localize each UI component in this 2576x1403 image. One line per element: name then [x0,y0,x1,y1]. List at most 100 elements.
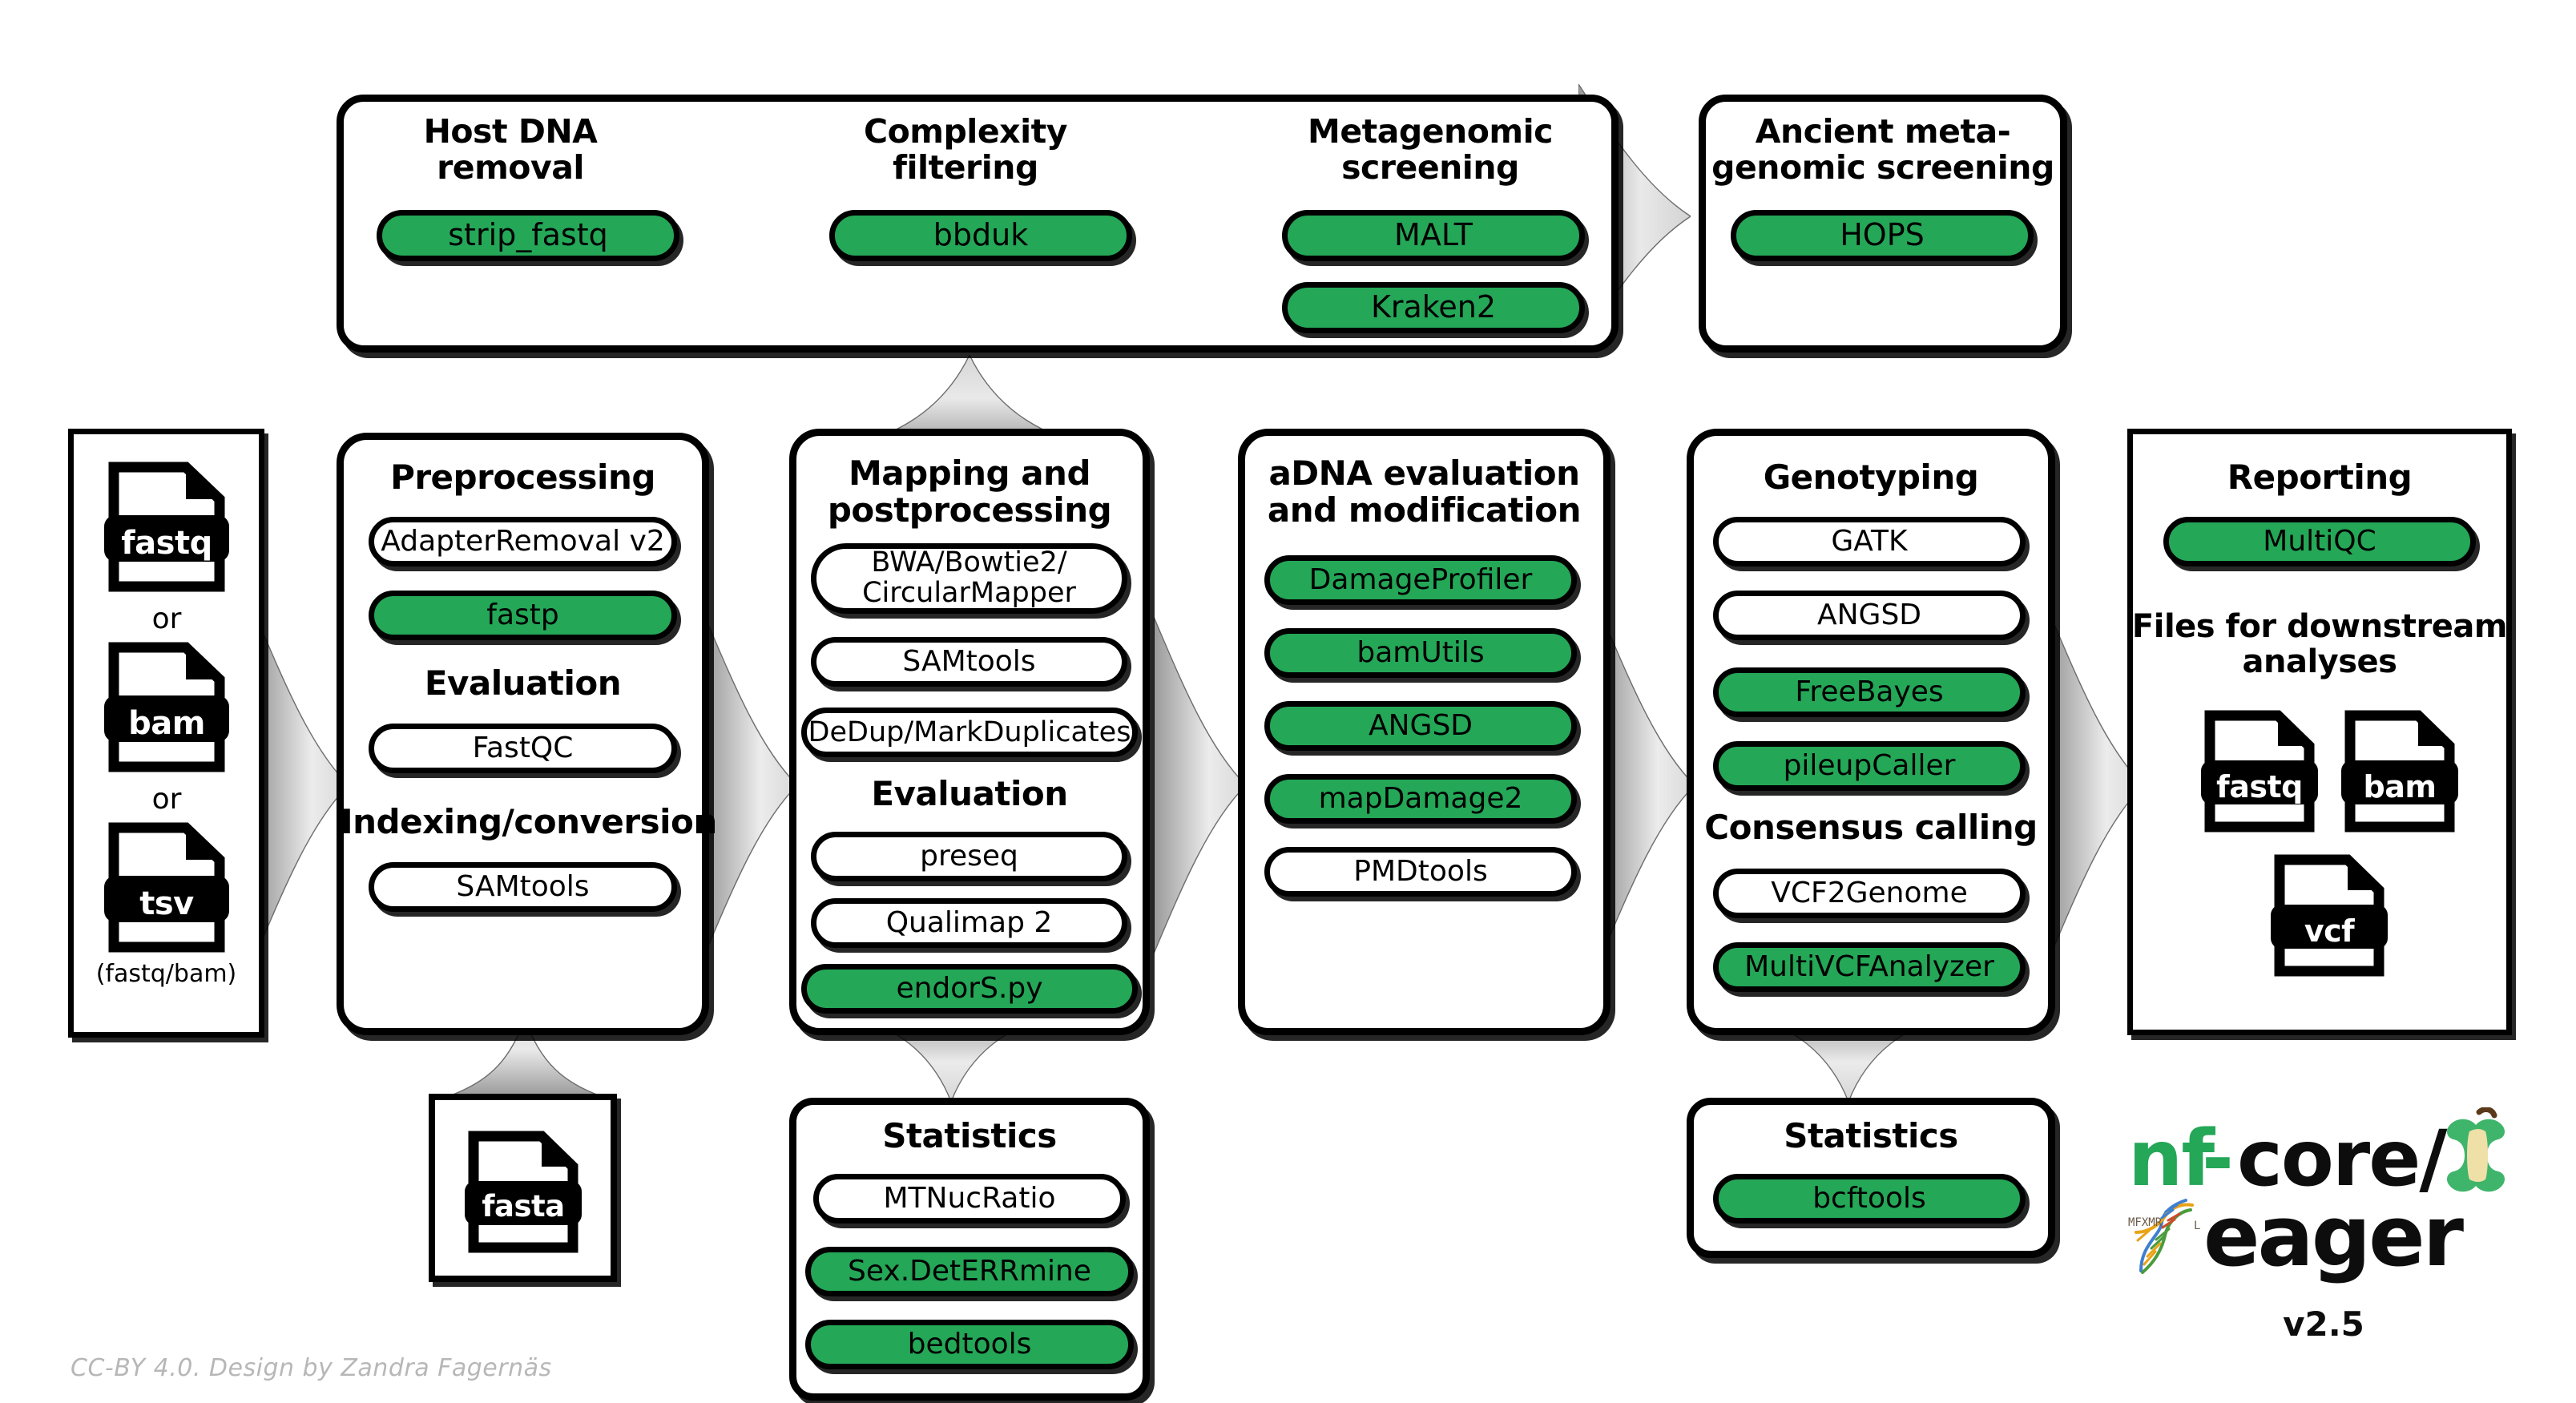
tool-pill-vcf2genome[interactable]: VCF2Genome [1713,869,2026,918]
arrow-input-to-preprocessing [256,617,349,953]
genotyping-panel-title: Genotyping [1763,458,1979,497]
tool-pill-mapdamage2[interactable]: mapDamage2 [1264,774,1577,824]
arrow-mapping-to-adna [1154,617,1246,953]
tool-label: DeDup/MarkDuplicates [808,716,1131,748]
tool-label: AdapterRemoval v2 [381,525,665,558]
tool-label: preseq [920,840,1018,873]
tool-label-line1: BWA/Bowtie2/ [871,546,1067,579]
tool-label: GATK [1831,525,1908,558]
tool-label: strip_fastq [448,217,608,253]
ancient-panel-title-line2: genomic screening [1711,148,2054,187]
tool-pill-endors-py[interactable]: endorS.py [801,964,1138,1014]
tool-label: MultiVCFAnalyzer [1744,950,1994,984]
tool-pill-multiqc[interactable]: MultiQC [2163,517,2476,566]
tool-pill-bedtools[interactable]: bedtools [805,1320,1134,1369]
tool-pill-kraken2[interactable]: Kraken2 [1282,282,1585,333]
tool-pill-hops[interactable]: HOPS [1731,210,2034,261]
mapping-subhead-evaluation: Evaluation [871,774,1068,813]
tool-pill-sex-deterrmine[interactable]: Sex.DetERRmine [805,1247,1134,1296]
file-icon-bam-input: bam [103,641,231,773]
tool-pill-fastp[interactable]: fastp [369,591,677,640]
tool-label: ANGSD [1816,599,1922,632]
screening-col-0-title-line1: Host DNA [423,112,598,151]
credit-text: CC-BY 4.0. Design by Zandra Fagernäs [71,1354,552,1382]
dna-helix-icon: MFXMR L [2127,1194,2211,1277]
screening-col-2-title: Metagenomic screening [1274,112,1586,187]
tool-pill-multivcfanalyzer[interactable]: MultiVCFAnalyzer [1713,942,2026,992]
tool-pill-mtnucratio[interactable]: MTNucRatio [813,1174,1126,1224]
adna-panel-title: aDNA evaluation and modification [1242,454,1606,530]
reporting-subhead-downstream: Files for downstream analyses [2131,609,2508,679]
preprocessing-subhead-indexing: Indexing/conversion [341,802,717,841]
tool-label: endorS.py [896,972,1043,1006]
tool-label: Qualimap 2 [885,906,1053,940]
mapping-panel-title-line1: Mapping and [848,454,1091,493]
tool-pill-malt[interactable]: MALT [1282,210,1585,261]
apple-core-icon [2441,1107,2514,1203]
tool-pill-strip-fastq[interactable]: strip_fastq [377,210,679,261]
tool-pill-bbduk[interactable]: bbduk [829,210,1132,261]
tool-label: ANGSD [1368,709,1473,743]
tool-pill-bamutils[interactable]: bamUtils [1264,628,1577,678]
tool-label: fastp [486,599,559,632]
tool-label: FreeBayes [1795,675,1944,709]
tool-pill-adapterremoval-v2[interactable]: AdapterRemoval v2 [369,517,677,566]
logo-dash: - [2202,1114,2234,1203]
screening-col-1-title-line2: filtering [893,148,1038,187]
mapping-panel-title: Mapping and postprocessing [793,454,1146,529]
tool-label: mapDamage2 [1318,782,1523,816]
tool-pill-angsd-genotyping[interactable]: ANGSD [1713,591,2026,640]
file-icon-label: bam [2363,769,2437,804]
file-icon-bam-output: bam [2340,709,2460,833]
reporting-subhead-line2: analyses [2242,643,2398,680]
adna-panel-title-line1: aDNA evaluation [1268,454,1580,493]
tool-label: MTNucRatio [883,1182,1056,1216]
tool-label: BWA/Bowtie2/ CircularMapper [816,546,1122,609]
tool-pill-pileupcaller[interactable]: pileupCaller [1713,741,2026,791]
tool-pill-angsd-adna[interactable]: ANGSD [1264,701,1577,751]
tool-pill-freebayes[interactable]: FreeBayes [1713,667,2026,717]
screening-col-2-title-line2: screening [1341,148,1519,187]
preprocessing-panel-title: Preprocessing [390,458,655,497]
screening-col-2-title-line1: Metagenomic [1308,112,1553,151]
tool-pill-bcftools[interactable]: bcftools [1713,1174,2026,1224]
nf-core-eager-logo: nf - core/ [2123,1107,2548,1378]
genotyping-subhead-consensus: Consensus calling [1704,808,2038,847]
tool-pill-dedup-markduplicates[interactable]: DeDup/MarkDuplicates [801,708,1138,757]
logo-eager-text: eager [2203,1187,2464,1285]
tool-pill-qualimap-2[interactable]: Qualimap 2 [811,898,1127,948]
tool-pill-fastqc[interactable]: FastQC [369,724,677,773]
tool-pill-samtools-mapping[interactable]: SAMtools [811,637,1127,687]
screening-col-0-title-line2: removal [437,148,584,187]
tool-label: bbduk [933,217,1029,253]
tool-label-line2: CircularMapper [862,577,1076,609]
tool-pill-samtools-preprocessing[interactable]: SAMtools [369,862,677,912]
tool-label: VCF2Genome [1771,877,1968,910]
ancient-panel-title: Ancient meta- genomic screening [1707,113,2059,187]
tool-label: bedtools [907,1328,1032,1361]
adna-panel-title-line2: and modification [1267,490,1582,530]
tool-label: PMDtools [1353,855,1488,889]
screening-col-1-title: Complexity filtering [817,113,1114,187]
file-icon-label: tsv [139,885,194,922]
file-icon-vcf-output: vcf [2269,853,2389,978]
reporting-subhead-line1: Files for downstream [2131,608,2508,645]
tool-label: SAMtools [902,645,1036,679]
arrow-adna-to-genotyping [1602,617,1695,953]
tool-pill-damageprofiler[interactable]: DamageProfiler [1264,555,1577,605]
logo-nf-text: nf [2128,1114,2215,1203]
tool-label: MALT [1394,217,1473,253]
file-icon-label: vcf [2304,913,2355,949]
tool-label: SAMtools [456,870,590,904]
statistics-genotyping-title: Statistics [1784,1116,1958,1155]
tool-pill-bwa-bowtie2-circularmapper[interactable]: BWA/Bowtie2/ CircularMapper [811,543,1127,614]
tool-label: bcftools [1812,1182,1926,1216]
tool-label: HOPS [1840,217,1925,253]
tool-pill-pmdtools[interactable]: PMDtools [1264,847,1577,897]
tool-pill-gatk[interactable]: GATK [1713,517,2026,566]
input-panel-note: (fastq/bam) [95,960,237,988]
tool-label: Sex.DetERRmine [848,1255,1091,1288]
tool-pill-preseq[interactable]: preseq [811,832,1127,881]
file-icon-fastq-output: fastq [2199,709,2320,833]
